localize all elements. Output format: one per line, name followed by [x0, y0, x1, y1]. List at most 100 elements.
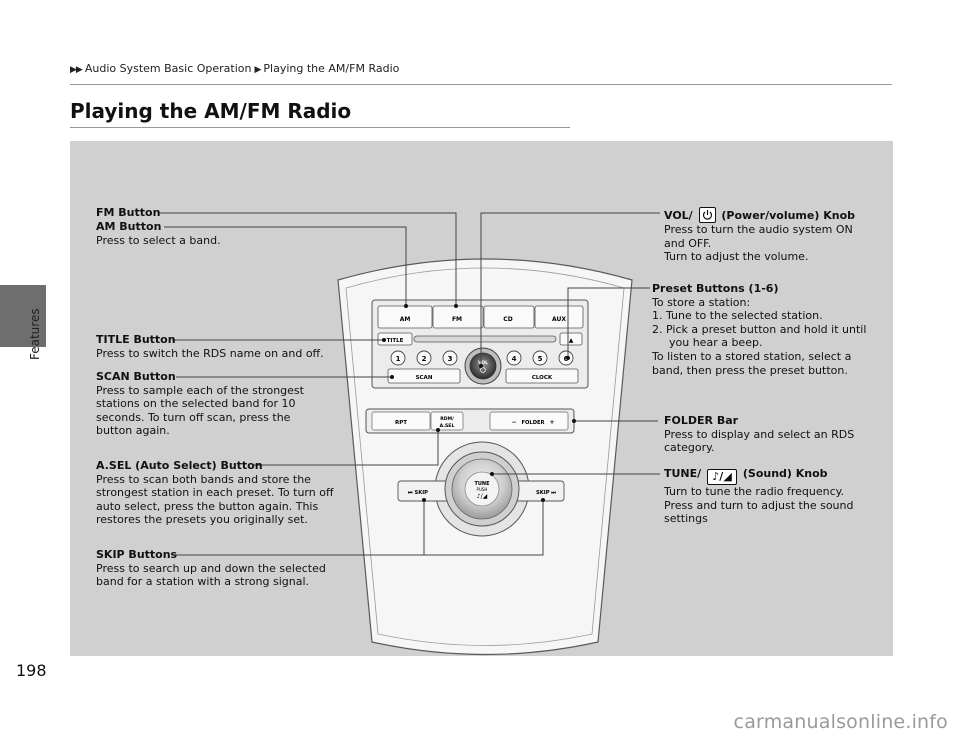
- asel-leader: [254, 430, 439, 466]
- vol-knob-label: VOL: [478, 360, 488, 366]
- fm-callout: FM Button: [96, 206, 160, 220]
- vol-power-icon: [480, 367, 486, 373]
- folder-callout-text: Press to display and select an RDS categ…: [664, 427, 855, 455]
- rdm-label: RDM/: [440, 416, 454, 422]
- vol-callout-heading: VOL/ (Power/volume) Knob: [664, 207, 874, 223]
- tune-callout: TUNE/ ♪/◢ (Sound) Knob Turn to tune the …: [664, 467, 878, 526]
- clock-button-label: CLOCK: [532, 375, 553, 381]
- tune-leader-dot: [490, 472, 494, 476]
- preset-button-5: [532, 350, 548, 366]
- am-leader: [164, 226, 407, 306]
- asel-callout: A.SEL (Auto Select) Button Press to scan…: [96, 459, 352, 527]
- eject-button: [559, 332, 583, 346]
- rpt-button: [371, 411, 431, 431]
- scan-button: [387, 368, 461, 384]
- tune-knob-label: TUNE: [474, 481, 490, 487]
- tune-callout-text-1: Turn to tune the radio frequency.: [664, 485, 845, 498]
- preset-callout-intro: To store a station:: [652, 295, 751, 309]
- folder-bar: [489, 411, 569, 431]
- page-number: 198: [16, 661, 47, 680]
- sound-icon: ♪/◢: [707, 469, 738, 485]
- title-rule: [70, 127, 570, 128]
- aux-button: [534, 305, 584, 329]
- title-button: [377, 332, 413, 346]
- skip-leader-dot-right: [541, 498, 545, 502]
- disc-slot: [413, 335, 557, 343]
- preset-label-5: 5: [538, 355, 543, 363]
- tune-heading-post: (Sound) Knob: [742, 467, 828, 480]
- title-leader-dot: [382, 338, 386, 342]
- vol-leader-dot: [479, 364, 483, 368]
- fm-callout-heading: FM Button: [96, 206, 161, 219]
- skip-back-label: ⏮ SKIP: [408, 490, 428, 496]
- aux-button-label: AUX: [552, 316, 566, 323]
- scan-callout: SCAN Button Press to sample each of the …: [96, 370, 320, 438]
- scan-callout-text: Press to sample each of the strongest st…: [96, 383, 304, 438]
- fm-leader: [159, 212, 457, 306]
- preset-label-2: 2: [422, 355, 427, 363]
- page-title: Playing the AM/FM Radio: [70, 99, 352, 123]
- skip-leader: [172, 500, 544, 556]
- preset-button-4: [506, 350, 522, 366]
- skip-callout: SKIP Buttons Press to search up and down…: [96, 548, 348, 589]
- preset-button-1: [390, 350, 406, 366]
- preset-label-3: 3: [448, 355, 453, 363]
- eject-icon: ▲: [569, 337, 574, 344]
- preset-label-4: 4: [512, 355, 517, 363]
- cd-button: [483, 305, 535, 329]
- preset-leader-dot: [566, 356, 570, 360]
- tune-knob-push: PUSH: [477, 487, 488, 492]
- asel-label: A.SEL: [440, 423, 455, 429]
- vol-heading-pre: VOL/: [664, 209, 693, 222]
- folder-leader-dot: [572, 419, 576, 423]
- preset-label-1: 1: [396, 355, 401, 363]
- title-callout: TITLE Button Press to switch the RDS nam…: [96, 333, 356, 360]
- rpt-button-label: RPT: [395, 420, 407, 426]
- breadcrumb-arrow-icon: ▶: [254, 65, 261, 75]
- folder-minus-label: −: [511, 419, 516, 426]
- folder-plus-label: +: [549, 419, 554, 426]
- vol-callout-text-2: Turn to adjust the volume.: [664, 250, 809, 264]
- vol-callout-text-1: Press to turn the audio system ON and OF…: [664, 223, 853, 250]
- vol-leader: [480, 212, 660, 366]
- asel-callout-text: Press to scan both bands and store the s…: [96, 472, 334, 527]
- vol-callout: VOL/ (Power/volume) Knob Press to turn t…: [664, 207, 874, 264]
- preset-callout: Preset Buttons (1-6) To store a station:…: [652, 282, 878, 377]
- skip-fwd-label: SKIP ⏭: [536, 490, 556, 496]
- am-callout: AM Button Press to select a band.: [96, 220, 296, 247]
- breadcrumb-item[interactable]: Audio System Basic Operation: [84, 62, 252, 75]
- preset-step: 1. Tune to the selected station.: [652, 309, 823, 323]
- skip-leader-dot-left: [422, 498, 426, 502]
- scan-callout-heading: SCAN Button: [96, 370, 176, 383]
- fm-leader-dot: [454, 304, 458, 308]
- preset-label-6: 6: [564, 355, 569, 363]
- am-button-label: AM: [400, 316, 411, 323]
- fm-button-label: FM: [452, 316, 462, 323]
- header-rule: [70, 84, 892, 85]
- watermark: carmanualsonline.info: [733, 711, 948, 733]
- preset-button-2: [416, 350, 432, 366]
- asel-leader-dot: [436, 428, 440, 432]
- preset-steps: 1. Tune to the selected station. 2. Pick…: [652, 309, 878, 350]
- tune-heading-pre: TUNE/: [664, 467, 702, 480]
- vol-heading-post: (Power/volume) Knob: [721, 209, 855, 222]
- rdm-asel-button: [430, 411, 464, 431]
- section-tab: [0, 285, 46, 347]
- sound-icon: ♪/◢: [477, 493, 488, 500]
- preset-callout-heading: Preset Buttons (1-6): [652, 282, 779, 295]
- breadcrumb-arrow-icon: ▶▶: [70, 65, 83, 75]
- folder-label: FOLDER: [521, 420, 544, 426]
- asel-callout-heading: A.SEL (Auto Select) Button: [96, 459, 263, 472]
- tune-callout-heading: TUNE/ ♪/◢ (Sound) Knob: [664, 467, 878, 485]
- preset-leader: [567, 287, 650, 358]
- tune-callout-text-2: Press and turn to adjust the sound setti…: [664, 498, 854, 526]
- preset-step: 2. Pick a preset button and hold it unti…: [652, 322, 867, 350]
- skip-callout-text: Press to search up and down the selected…: [96, 561, 326, 589]
- folder-callout-heading: FOLDER Bar: [664, 414, 739, 427]
- cd-button-label: CD: [503, 316, 512, 323]
- title-callout-heading: TITLE Button: [96, 333, 176, 346]
- am-callout-heading: AM Button: [96, 220, 162, 233]
- breadcrumb-item[interactable]: Playing the AM/FM Radio: [263, 62, 400, 75]
